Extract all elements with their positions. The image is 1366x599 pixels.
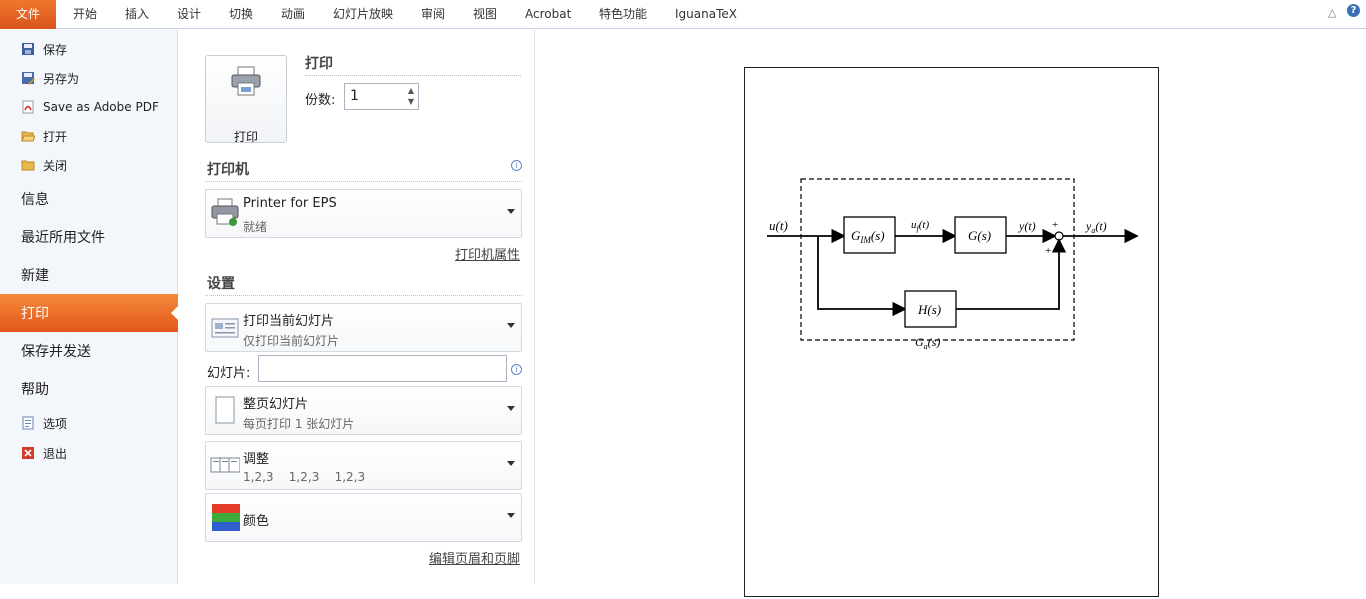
minimize-ribbon-icon[interactable]: △	[1328, 6, 1337, 19]
chevron-down-icon	[507, 209, 515, 214]
nav-close[interactable]: 关闭	[0, 151, 178, 179]
tab-transitions[interactable]: 切换	[229, 7, 254, 21]
nav-save-as[interactable]: 另存为	[0, 64, 178, 92]
tab-animations[interactable]: 动画	[281, 7, 306, 21]
chevron-down-icon	[507, 513, 515, 518]
group-box	[800, 178, 1075, 341]
collate-select[interactable]: 调整 1,2,3 1,2,3 1,2,3	[205, 441, 522, 490]
info-icon[interactable]: i	[511, 160, 522, 171]
open-folder-icon	[21, 129, 36, 143]
slides-icon	[211, 318, 239, 338]
nav-exit[interactable]: 退出	[0, 439, 178, 467]
tab-view[interactable]: 视图	[473, 7, 498, 21]
input-label: u(t)	[769, 218, 788, 233]
slides-input[interactable]	[258, 355, 507, 382]
block-g	[954, 216, 1007, 254]
printer-section-title: 打印机	[207, 162, 249, 178]
signal-y-label: y(t)	[1018, 219, 1036, 233]
print-section-title: 打印	[305, 56, 333, 72]
block-gim	[843, 216, 896, 254]
save-as-icon	[21, 71, 35, 85]
tab-file[interactable]: 文件	[0, 0, 56, 29]
tab-design[interactable]: 设计	[177, 7, 202, 21]
print-settings-panel: 打印 打印 份数: 1 ▲ ▼ 打印机 i Printer for EPS 就绪…	[179, 30, 535, 584]
divider	[205, 181, 522, 182]
copies-label: 份数:	[305, 93, 336, 108]
print-range-select[interactable]: 打印当前幻灯片 仅打印当前幻灯片	[205, 303, 522, 352]
exit-icon	[21, 446, 35, 460]
printer-icon	[211, 198, 239, 226]
layout-select[interactable]: 整页幻灯片 每页打印 1 张幻灯片	[205, 386, 522, 435]
tab-review[interactable]: 审阅	[421, 7, 446, 21]
printer-select[interactable]: Printer for EPS 就绪	[205, 189, 522, 238]
group-label: Ga(s)	[915, 335, 940, 351]
nav-save-adobe-pdf[interactable]: Save as Adobe PDF	[0, 93, 178, 121]
tab-home[interactable]: 开始	[73, 7, 98, 21]
color-icon	[212, 504, 240, 531]
divider	[305, 75, 521, 76]
nav-help[interactable]: 帮助	[21, 382, 49, 398]
spin-up-icon[interactable]: ▲	[407, 86, 415, 95]
chevron-down-icon	[507, 461, 515, 466]
signal-uf-label: uf(t)	[911, 219, 929, 233]
nav-info[interactable]: 信息	[21, 192, 49, 208]
nav-print[interactable]: 打印	[0, 294, 179, 332]
feedback-line	[956, 238, 1067, 310]
edit-header-footer-link[interactable]: 编辑页眉和页脚	[429, 552, 521, 567]
nav-save[interactable]: 保存	[0, 35, 178, 63]
chevron-down-icon	[507, 323, 515, 328]
printer-properties-link[interactable]: 打印机属性	[455, 248, 521, 263]
print-button[interactable]: 打印	[205, 55, 287, 144]
settings-section-title: 设置	[207, 276, 235, 292]
save-icon	[21, 42, 35, 56]
spin-down-icon[interactable]: ▼	[407, 97, 415, 106]
preview-page: u(t) GIM(s) uf(t) G(s) y(t) + + ya(t) H(	[744, 67, 1159, 597]
printer-icon	[231, 66, 261, 96]
summing-junction	[1054, 231, 1064, 241]
print-preview: u(t) GIM(s) uf(t) G(s) y(t) + + ya(t) H(	[536, 30, 1366, 597]
divider	[205, 295, 522, 296]
sum-plus-bottom: +	[1045, 245, 1051, 257]
block-diagram: u(t) GIM(s) uf(t) G(s) y(t) + + ya(t) H(	[767, 178, 1139, 351]
copies-stepper[interactable]: 1 ▲ ▼	[344, 83, 419, 110]
nav-options[interactable]: 选项	[0, 409, 178, 437]
tab-slideshow[interactable]: 幻灯片放映	[333, 7, 394, 21]
nav-save-send[interactable]: 保存并发送	[21, 344, 91, 360]
tab-insert[interactable]: 插入	[125, 7, 150, 21]
output-label: ya(t)	[1085, 219, 1107, 235]
nav-open[interactable]: 打开	[0, 122, 178, 150]
tab-acrobat[interactable]: Acrobat	[525, 7, 572, 21]
nav-recent[interactable]: 最近所用文件	[21, 230, 105, 246]
sum-plus-top: +	[1052, 219, 1058, 231]
color-select[interactable]: 颜色	[205, 493, 522, 542]
slides-label: 幻灯片:	[207, 366, 251, 381]
nav-new[interactable]: 新建	[21, 268, 49, 284]
branch-line	[817, 236, 907, 317]
chevron-down-icon	[507, 406, 515, 411]
ribbon-tab-bar: 文件 开始 插入 设计 切换 动画 幻灯片放映 审阅 视图 Acrobat 特色…	[0, 0, 1366, 29]
close-folder-icon	[21, 158, 35, 172]
tab-features[interactable]: 特色功能	[599, 7, 648, 21]
adobe-pdf-icon	[21, 100, 35, 114]
backstage-nav: 保存 另存为 Save as Adobe PDF 打开 关闭 信息 最近所用文件…	[0, 30, 179, 584]
tab-iguanatex[interactable]: IguanaTeX	[675, 7, 737, 21]
help-icon[interactable]: ?	[1347, 4, 1360, 17]
info-icon[interactable]: i	[511, 364, 522, 375]
block-gim-label: GIM(s)	[851, 228, 885, 245]
active-indicator	[171, 305, 179, 321]
collate-icon	[210, 457, 240, 473]
block-h-label: H(s)	[917, 302, 941, 317]
block-g-label: G(s)	[968, 228, 991, 243]
options-icon	[21, 416, 35, 430]
full-page-slide-icon	[215, 396, 235, 424]
